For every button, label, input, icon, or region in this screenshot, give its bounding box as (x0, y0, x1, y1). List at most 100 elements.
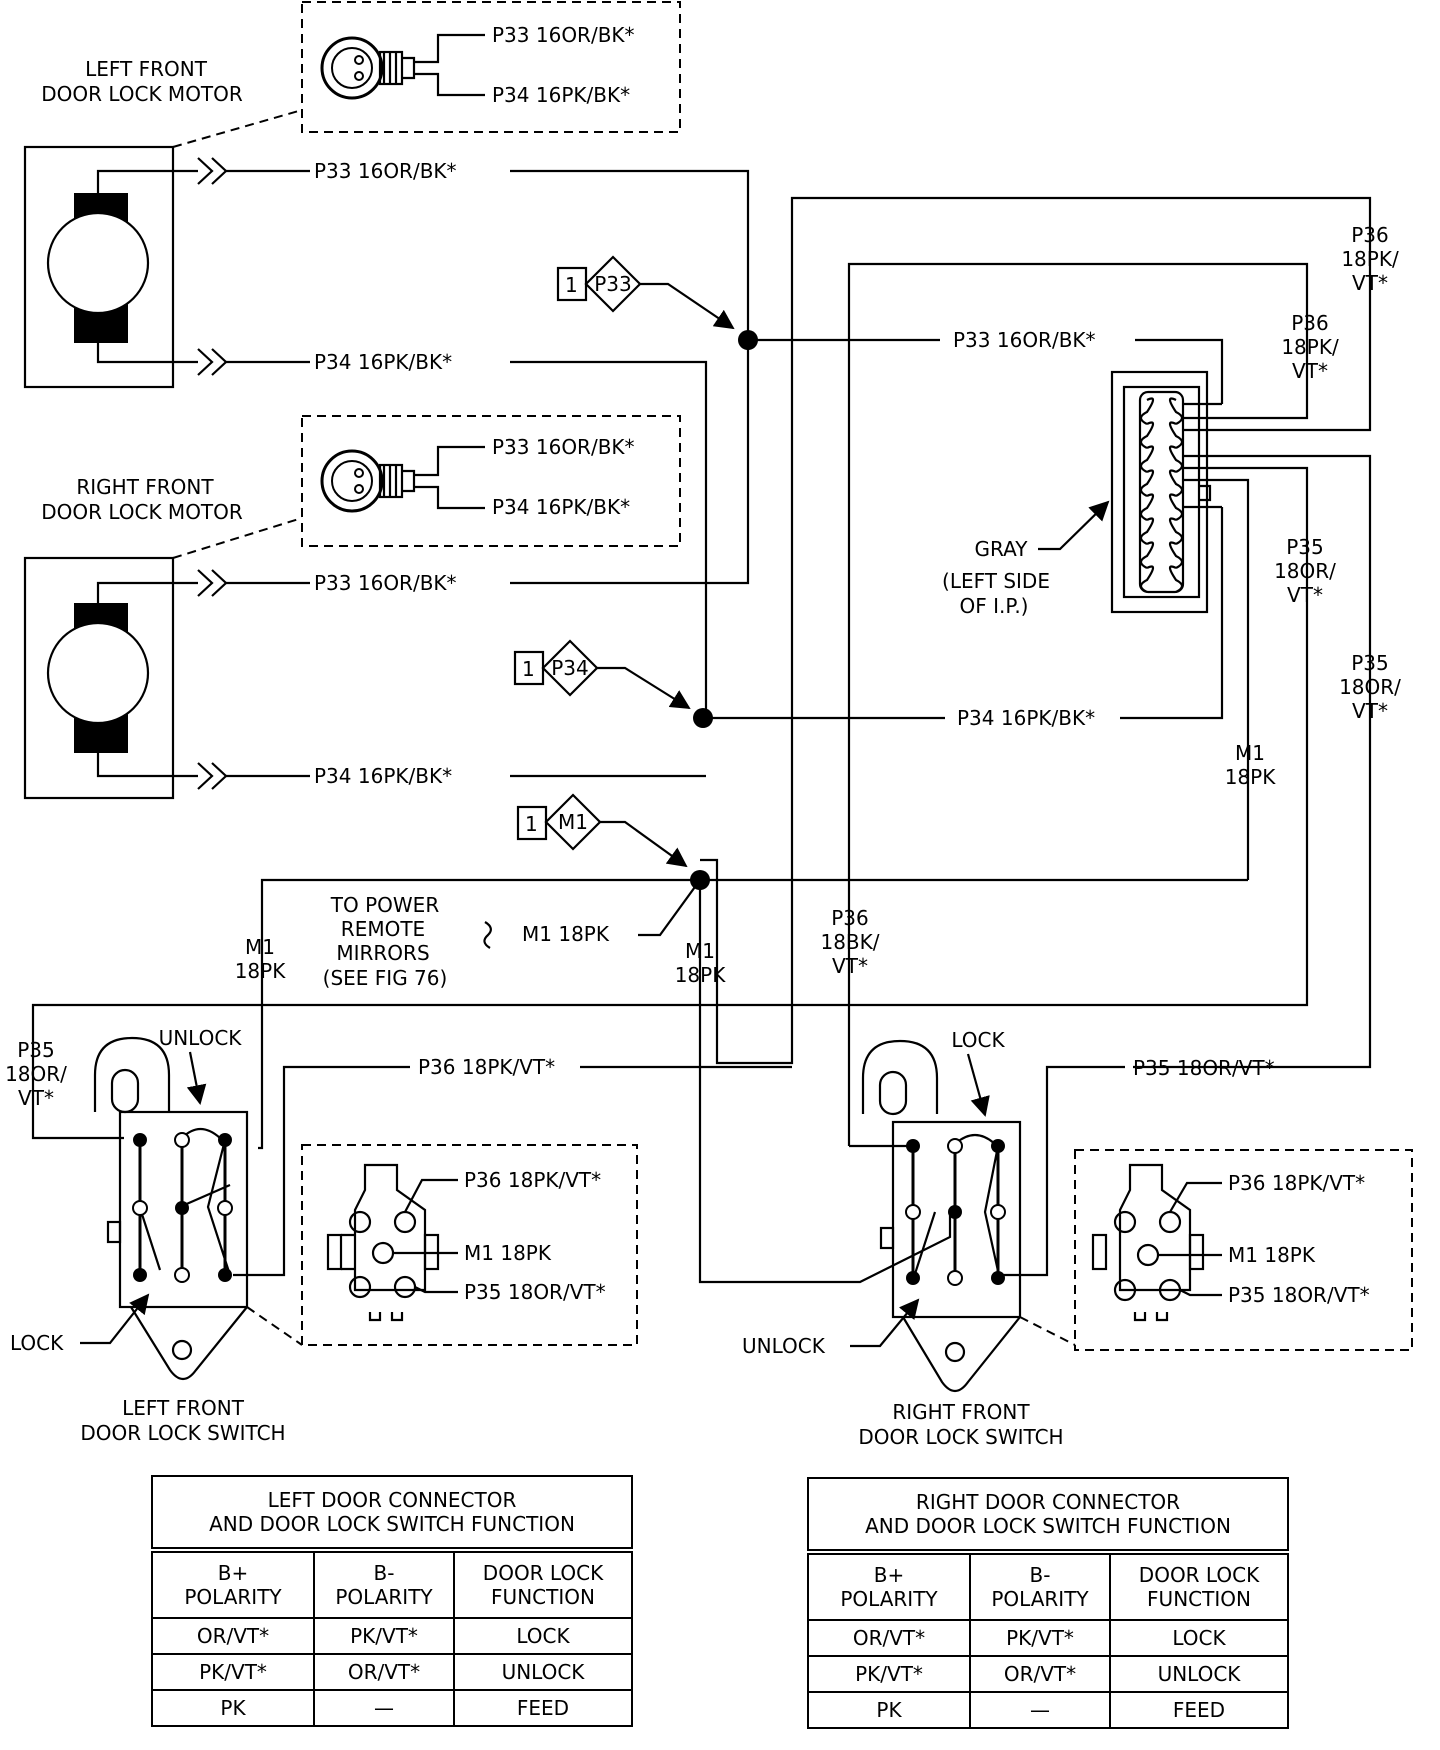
wire-label: P33 16OR/BK* (492, 23, 635, 47)
mirrors-note: MIRRORS (336, 941, 429, 965)
splice-id: M1 (558, 810, 588, 834)
wire-label: P34 16PK/BK* (314, 350, 452, 374)
right-motor-label-1: RIGHT FRONT (76, 475, 214, 499)
wire-label: M1 18PK (1228, 1243, 1316, 1267)
connector-cavity (1139, 469, 1155, 497)
right-front-door-lock-switch: LOCK UNLOCK RIGHT FRONT DOOR LOCK SWITCH (742, 1028, 1076, 1449)
wire-label: 18OR/ (1339, 675, 1401, 699)
unlock-label: UNLOCK (159, 1026, 243, 1050)
mirrors-note: TO POWER (330, 893, 440, 917)
wire-label: 18OR/ (1274, 559, 1336, 583)
wire-label: 18OR/ (5, 1062, 67, 1086)
left-switch-label: LEFT FRONT (122, 1396, 245, 1420)
wire-label: 18PK (1225, 765, 1277, 789)
splice-m1-callout: 1 M1 (516, 793, 688, 868)
wire-label: VT* (1352, 271, 1388, 295)
column-header: B+POLARITY (151, 1549, 315, 1619)
right-switch-label: DOOR LOCK SWITCH (858, 1425, 1063, 1449)
left-motor-label-1: LEFT FRONT (85, 57, 208, 81)
table-row: PK—FEED (151, 1689, 633, 1727)
motor-armature (46, 211, 150, 315)
wire-label: VT* (1287, 583, 1323, 607)
gray-connector-label: OF I.P.) (960, 594, 1029, 618)
wire-label: M1 (245, 935, 275, 959)
m1-feed-wiring: M1 18PK M1 18PK M1 18PK TO POWER REMOTE … (5, 878, 1275, 1284)
connector-cavity (1168, 541, 1184, 569)
connector-cavity (1139, 421, 1155, 449)
mirrors-note: (SEE FIG 76) (323, 966, 448, 990)
left-door-function-table: LEFT DOOR CONNECTOR AND DOOR LOCK SWITCH… (151, 1475, 633, 1727)
lock-label: LOCK (10, 1331, 64, 1355)
splice-id: P33 (594, 272, 632, 296)
column-header: B-POLARITY (969, 1551, 1111, 1621)
wire-label: P35 (1351, 651, 1389, 675)
wire-label: P35 (1286, 535, 1324, 559)
wire-label: VT* (18, 1086, 54, 1110)
connector-cavity (1139, 541, 1155, 569)
table-title: LEFT DOOR CONNECTOR AND DOOR LOCK SWITCH… (151, 1475, 633, 1553)
unlock-label: UNLOCK (742, 1334, 826, 1358)
wire-label: M1 (1235, 741, 1265, 765)
connector-cavity (1139, 493, 1155, 521)
connector-cavity (1139, 397, 1155, 425)
wire-label: P36 (1351, 223, 1389, 247)
right-side-wire-labels: P36 18PK/ VT* P36 18PK/ VT* P35 18OR/ VT… (1225, 223, 1401, 789)
right-motor-connector-view: P33 16OR/BK* P34 16PK/BK* (301, 415, 681, 547)
wire-label: P36 18PK/VT* (1228, 1171, 1365, 1195)
wire-label: M1 18PK (464, 1241, 552, 1265)
left-front-door-lock-switch: UNLOCK LOCK LEFT FRONT DOOR LOCK SWITCH (10, 1026, 303, 1445)
left-front-door-lock-motor: LEFT FRONT DOOR LOCK MOTOR (23, 57, 303, 389)
wire-label: P34 16PK/BK* (314, 764, 452, 788)
table-row: PK/VT*OR/VT*UNLOCK (151, 1653, 633, 1691)
wire-label: P34 16PK/BK* (957, 706, 1095, 730)
wire-label: P36 18PK/VT* (418, 1055, 555, 1079)
right-switch-connector-view: P36 18PK/VT* M1 18PK P35 18OR/VT* (1074, 1149, 1413, 1351)
connector-cavity (1168, 421, 1184, 449)
wire-label: P33 16OR/BK* (953, 328, 1096, 352)
wire-label: P33 16OR/BK* (314, 159, 457, 183)
splice-id: P34 (551, 656, 589, 680)
connector-cavity (1139, 445, 1155, 473)
column-header: B-POLARITY (313, 1549, 455, 1619)
wire-label: P35 18OR/VT* (464, 1280, 606, 1304)
lock-label: LOCK (951, 1028, 1005, 1052)
wire-label: P34 16PK/BK* (492, 83, 630, 107)
wire-label: 18PK (235, 959, 287, 983)
gray-connector-label: GRAY (975, 537, 1029, 561)
wire-label: VT* (1352, 699, 1388, 723)
splice-p33-callout: 1 P33 (556, 255, 735, 330)
wire-label: 18PK/ (1281, 335, 1339, 359)
wire-label: P35 18OR/VT* (1228, 1283, 1370, 1307)
wire-label: P33 16OR/BK* (492, 435, 635, 459)
table-row: OR/VT*PK/VT*LOCK (151, 1617, 633, 1655)
splice-number: 1 (522, 657, 535, 681)
wire-label: VT* (832, 954, 868, 978)
table-row: OR/VT*PK/VT*LOCK (807, 1619, 1289, 1657)
wire-label: M1 18PK (522, 922, 610, 946)
table-row: PK/VT*OR/VT*UNLOCK (807, 1655, 1289, 1693)
gray-connector-label: (LEFT SIDE (942, 569, 1050, 593)
connector-cavity (1168, 493, 1184, 521)
mirrors-note: REMOTE (341, 917, 425, 941)
table-title: RIGHT DOOR CONNECTOR AND DOOR LOCK SWITC… (807, 1477, 1289, 1555)
motor-harness: P33 16OR/BK* P34 16PK/BK* P33 16OR/BK* P… (226, 159, 1224, 890)
wire-label: P36 (1291, 311, 1329, 335)
wire-label: P36 (831, 906, 869, 930)
right-front-door-lock-motor: RIGHT FRONT DOOR LOCK MOTOR (23, 475, 303, 800)
wire-label: 18PK (675, 963, 727, 987)
connector-cavity (1139, 565, 1155, 593)
splice-p34-callout: 1 P34 (513, 639, 691, 710)
connector-cavity (1168, 469, 1184, 497)
wire-label: VT* (1292, 359, 1328, 383)
motor-armature (46, 621, 150, 725)
connector-cavity (1139, 517, 1155, 545)
wire-label: P35 18OR/VT* (1133, 1056, 1275, 1080)
left-switch-connector-view: P36 18PK/VT* M1 18PK P35 18OR/VT* (301, 1144, 638, 1346)
left-switch-label: DOOR LOCK SWITCH (80, 1421, 285, 1445)
connector-cavity (1168, 445, 1184, 473)
wire-label: P36 18PK/VT* (464, 1168, 601, 1192)
wire-label: P34 16PK/BK* (492, 495, 630, 519)
